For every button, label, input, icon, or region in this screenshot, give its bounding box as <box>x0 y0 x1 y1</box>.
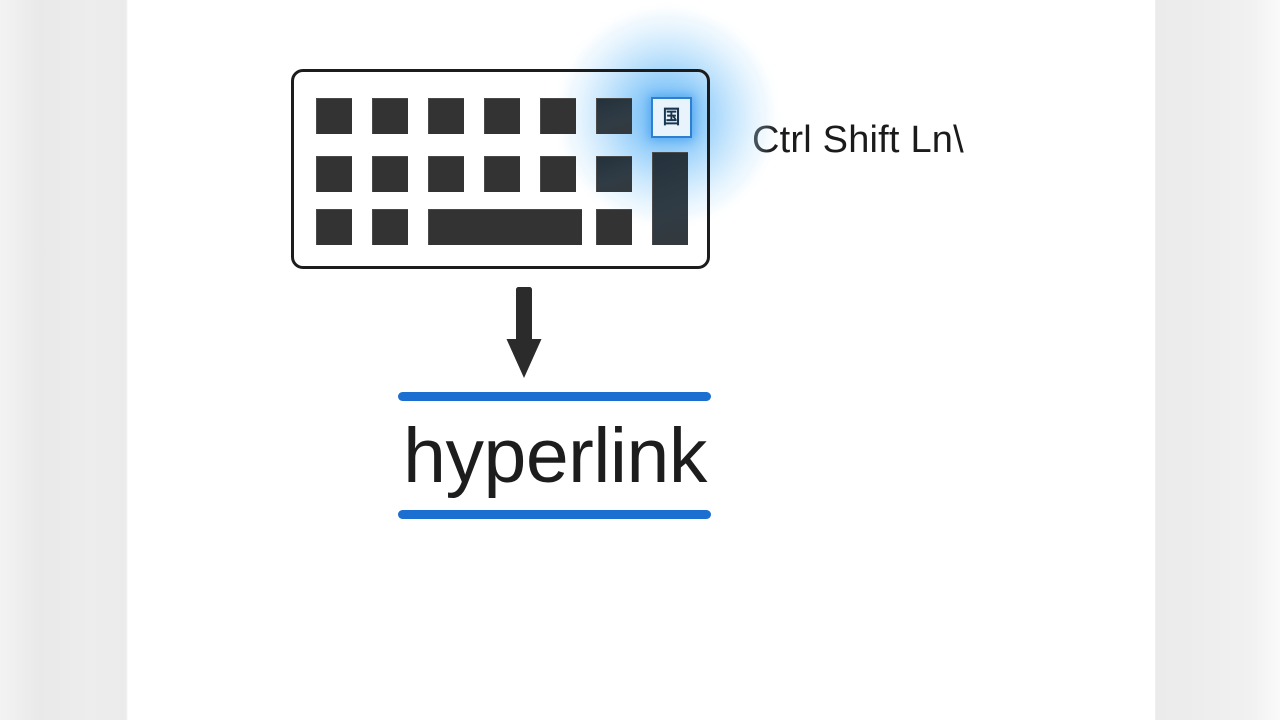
keyboard-key-glyph-icon: 国 <box>662 106 681 128</box>
shortcut-caption: Ctrl Shift Ln\ <box>752 119 964 161</box>
keyboard-key-highlighted[interactable]: 国 <box>651 97 692 138</box>
arrow-down-icon <box>506 287 542 379</box>
keyboard-key-r2k3[interactable] <box>428 156 464 192</box>
keyboard-key-r3k2[interactable] <box>372 209 408 245</box>
keyboard-key-r2k5[interactable] <box>540 156 576 192</box>
keyboard-key-r2k6[interactable] <box>596 156 632 192</box>
keyboard-key-r2k1[interactable] <box>316 156 352 192</box>
keyboard-outline <box>291 69 710 269</box>
keyboard-key-r1k5[interactable] <box>540 98 576 134</box>
keyboard-key-r1k2[interactable] <box>372 98 408 134</box>
hyperlink-word: hyperlink <box>403 413 707 499</box>
keyboard-illustration: 国 <box>291 69 710 269</box>
keyboard-key-r3k4[interactable] <box>596 209 632 245</box>
slide-card <box>128 0 1155 720</box>
keyboard-key-r1k3[interactable] <box>428 98 464 134</box>
keyboard-key-enter[interactable] <box>652 152 688 245</box>
hyperlink-rule-bottom <box>398 510 711 519</box>
keyboard-key-r1k4[interactable] <box>484 98 520 134</box>
keyboard-key-r1k1[interactable] <box>316 98 352 134</box>
keyboard-key-r1k6[interactable] <box>596 98 632 134</box>
keyboard-key-r2k2[interactable] <box>372 156 408 192</box>
keyboard-key-r2k4[interactable] <box>484 156 520 192</box>
keyboard-key-spacebar[interactable] <box>428 209 582 245</box>
hyperlink-rule-top <box>398 392 711 401</box>
hyperlink-result: hyperlink <box>396 392 714 527</box>
keyboard-key-r3k1[interactable] <box>316 209 352 245</box>
